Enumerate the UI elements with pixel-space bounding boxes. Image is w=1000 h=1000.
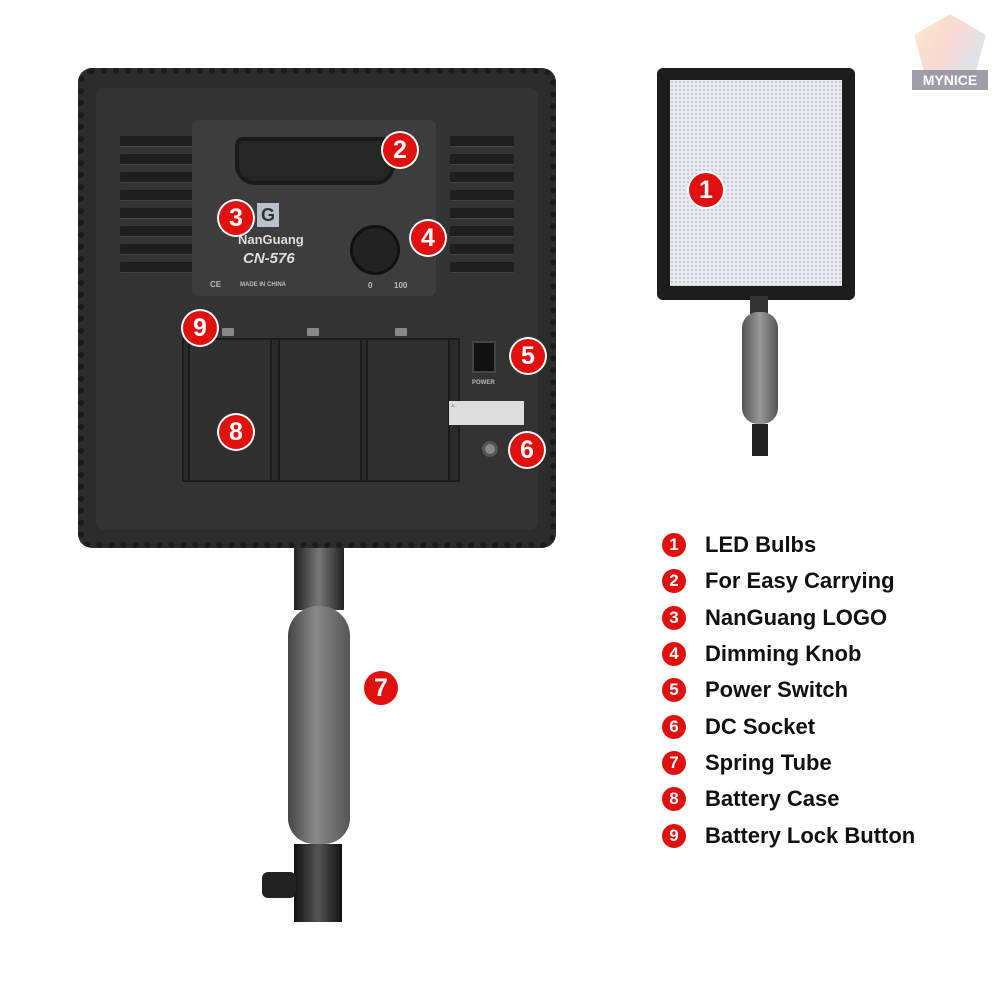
battery-lock-button[interactable] <box>307 328 319 336</box>
legend-item: 7 Spring Tube <box>662 745 915 781</box>
callout-4: 4 <box>411 221 445 255</box>
legend-item: 5 Power Switch <box>662 672 915 708</box>
legend-number: 5 <box>662 678 686 703</box>
battery-case <box>182 338 460 482</box>
legend-label: Battery Case <box>705 786 840 812</box>
made-in-label: MADE IN CHINA <box>240 282 286 288</box>
legend-number: 8 <box>662 787 686 812</box>
front-grip <box>742 312 778 424</box>
knob-min-label: 0 <box>368 281 373 290</box>
battery-lock-button[interactable] <box>222 328 234 336</box>
legend-label: LED Bulbs <box>705 532 817 558</box>
legend-item: 2 For Easy Carrying <box>662 563 915 599</box>
legend-number: 2 <box>662 569 686 594</box>
legend-item: 4 Dimming Knob <box>662 636 915 672</box>
legend-item: 6 DC Socket <box>662 708 915 744</box>
front-mount <box>750 296 768 314</box>
legend-label: DC Socket <box>705 713 816 739</box>
carry-handle <box>235 137 395 185</box>
callout-8: 8 <box>219 415 253 449</box>
callout-5: 5 <box>511 339 545 373</box>
knob-max-label: 100 <box>394 281 408 290</box>
battery-slot <box>278 340 362 480</box>
nanguang-logo-icon: G <box>257 203 279 227</box>
callout-3: 3 <box>219 201 253 235</box>
mount-neck <box>294 548 344 610</box>
legend-item: 8 Battery Case <box>662 781 915 817</box>
watermark-logo: MYNICE <box>906 10 994 90</box>
right-vents <box>450 136 514 273</box>
callout-9: 9 <box>183 311 217 345</box>
callout-2: 2 <box>383 133 417 167</box>
legend-item: 9 Battery Lock Button <box>662 817 915 853</box>
warning-sticker: ⚠ <box>449 401 524 425</box>
power-label: POWER <box>472 380 495 386</box>
feature-legend: 1 LED Bulbs 2 For Easy Carrying 3 NanGuang … <box>662 527 915 854</box>
legend-label: Power Switch <box>705 677 849 703</box>
legend-label: Dimming Knob <box>705 641 862 667</box>
legend-label: Spring Tube <box>705 749 832 775</box>
spring-tube-grip <box>288 606 350 844</box>
battery-slot <box>188 340 272 480</box>
legend-item: 1 LED Bulbs <box>662 527 915 563</box>
brand-name: NanGuang <box>238 232 304 247</box>
battery-slot <box>366 340 450 480</box>
legend-number: 9 <box>662 823 686 848</box>
legend-item: 3 NanGuang LOGO <box>662 600 915 636</box>
legend-label: Battery Lock Button <box>705 822 916 848</box>
dimming-knob[interactable] <box>350 225 400 275</box>
callout-1: 1 <box>689 173 723 207</box>
front-foot <box>752 424 768 456</box>
left-vents <box>120 136 198 273</box>
model-name: CN-576 <box>243 250 295 267</box>
legend-number: 1 <box>662 533 686 558</box>
ce-mark: CE <box>210 280 222 289</box>
watermark-text: MYNICE <box>912 70 988 90</box>
battery-lock-button[interactable] <box>395 328 407 336</box>
dc-socket <box>482 441 498 457</box>
legend-number: 3 <box>662 605 686 630</box>
callout-7: 7 <box>364 671 398 705</box>
legend-number: 4 <box>662 642 686 667</box>
legend-label: NanGuang LOGO <box>705 604 888 630</box>
legend-number: 6 <box>662 714 686 739</box>
callout-6: 6 <box>510 433 544 467</box>
power-switch[interactable] <box>472 341 496 373</box>
lock-screw <box>262 872 296 898</box>
cold-shoe-mount <box>294 844 342 922</box>
legend-number: 7 <box>662 750 686 775</box>
legend-label: For Easy Carrying <box>705 568 895 594</box>
